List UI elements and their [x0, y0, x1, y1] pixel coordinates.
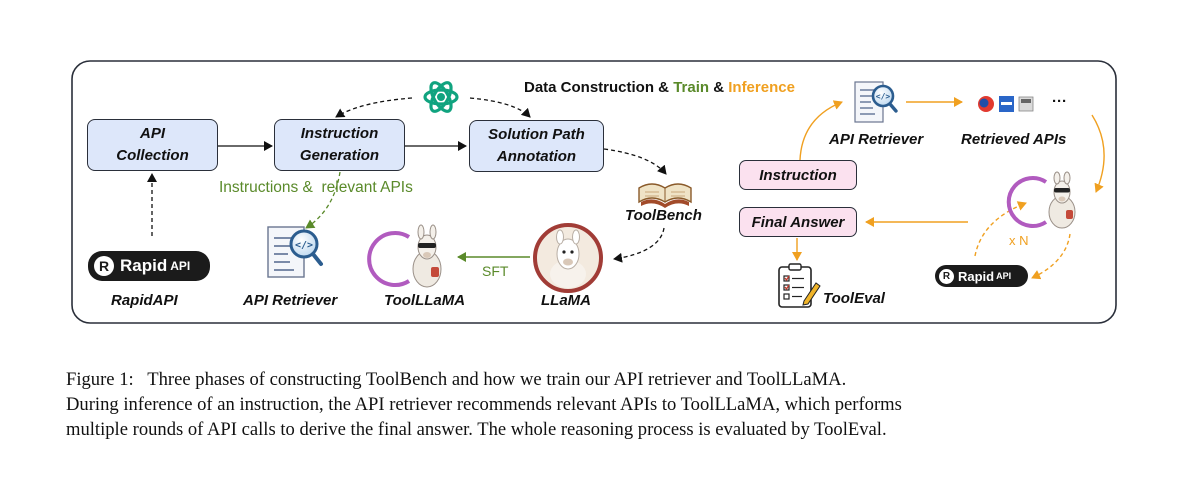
- caption-line-3: multiple rounds of API calls to derive t…: [66, 419, 887, 440]
- title-train: Train: [673, 79, 710, 96]
- instruction-label: Instruction: [759, 166, 837, 184]
- arrow-instruction-to-retriever: [799, 100, 843, 161]
- arrow-chatgpt-to-generation: [335, 97, 413, 118]
- rapidapi-logo-right: R Rapid API: [935, 265, 1028, 287]
- title-inference: Inference: [728, 79, 795, 96]
- tooleval-icon: [778, 263, 821, 308]
- caption-line-1: Figure 1: Three phases of constructing T…: [66, 369, 847, 390]
- arrow-rapidapi-to-toolllama: [974, 201, 1027, 257]
- retrieved-apis-ellipsis: ···: [1052, 93, 1067, 110]
- api-retriever-right-label: API Retriever: [829, 131, 924, 148]
- tooleval-label: ToolEval: [823, 290, 885, 307]
- instruction-box: Instruction: [739, 160, 857, 190]
- solution-path-annotation-label: Solution Path Annotation: [488, 126, 585, 165]
- rapidapi-logo-icon-small: R: [939, 268, 954, 284]
- arrow-generation-to-retriever: [305, 171, 341, 229]
- instruction-generation-box: Instruction Generation: [274, 119, 405, 171]
- toolllama-label: ToolLLaMA: [384, 292, 466, 309]
- title-amp: &: [713, 79, 725, 96]
- toolllama-icon-left: [367, 224, 442, 288]
- retrieved-apis-label: Retrieved APIs: [961, 131, 1067, 148]
- api-retriever-left-label: API Retriever: [243, 292, 338, 309]
- title-part-1: Data Construction &: [524, 79, 670, 96]
- instructions-apis-edge-label: Instructions & relevant APIs: [219, 179, 413, 196]
- arrow-apis-to-toolllama: [1091, 114, 1105, 193]
- toolllama-icon-right: [1006, 171, 1076, 229]
- api-retriever-icon-right: </>: [854, 81, 898, 123]
- final-answer-label: Final Answer: [751, 213, 845, 231]
- sft-edge-label: SFT: [482, 263, 509, 279]
- solution-path-annotation-box: Solution Path Annotation: [469, 120, 604, 172]
- toolbench-label: ToolBench: [625, 207, 702, 224]
- book-icon: [638, 183, 692, 208]
- arrow-chatgpt-to-annotation: [469, 97, 531, 118]
- instruction-generation-label: Instruction Generation: [299, 125, 380, 164]
- rapidapi-logo-text: Rapid: [120, 256, 168, 275]
- svg-text:</>: </>: [876, 92, 891, 101]
- api-retriever-icon-left: </>: [267, 226, 323, 278]
- rapidapi-logo-text-small: Rapid: [958, 268, 995, 284]
- llama-icon: [533, 223, 603, 293]
- rapidapi-logo-icon: R: [94, 256, 114, 276]
- arrow-annotation-to-toolbench: [603, 148, 667, 175]
- api-collection-box: API Collection: [87, 119, 218, 171]
- llama-label: LLaMA: [541, 292, 591, 309]
- retrieved-api-logos: [978, 96, 1034, 112]
- caption-line-2: During inference of an instruction, the …: [66, 394, 902, 415]
- api-collection-label: API Collection: [116, 125, 189, 164]
- final-answer-box: Final Answer: [739, 207, 857, 237]
- rapidapi-logo-suffix: API: [170, 259, 191, 273]
- rapidapi-label: RapidAPI: [111, 292, 178, 309]
- rapidapi-logo-suffix-small: API: [996, 271, 1012, 281]
- diagram-title: Data Construction & Train & Inference: [524, 79, 795, 96]
- openai-icon: [420, 76, 462, 118]
- rapidapi-logo-left: R Rapid API: [88, 251, 210, 281]
- xn-edge-label: x N: [1009, 233, 1029, 248]
- svg-text:</>: </>: [295, 240, 313, 251]
- figure-caption: Figure 1: Three phases of constructing T…: [66, 367, 1146, 442]
